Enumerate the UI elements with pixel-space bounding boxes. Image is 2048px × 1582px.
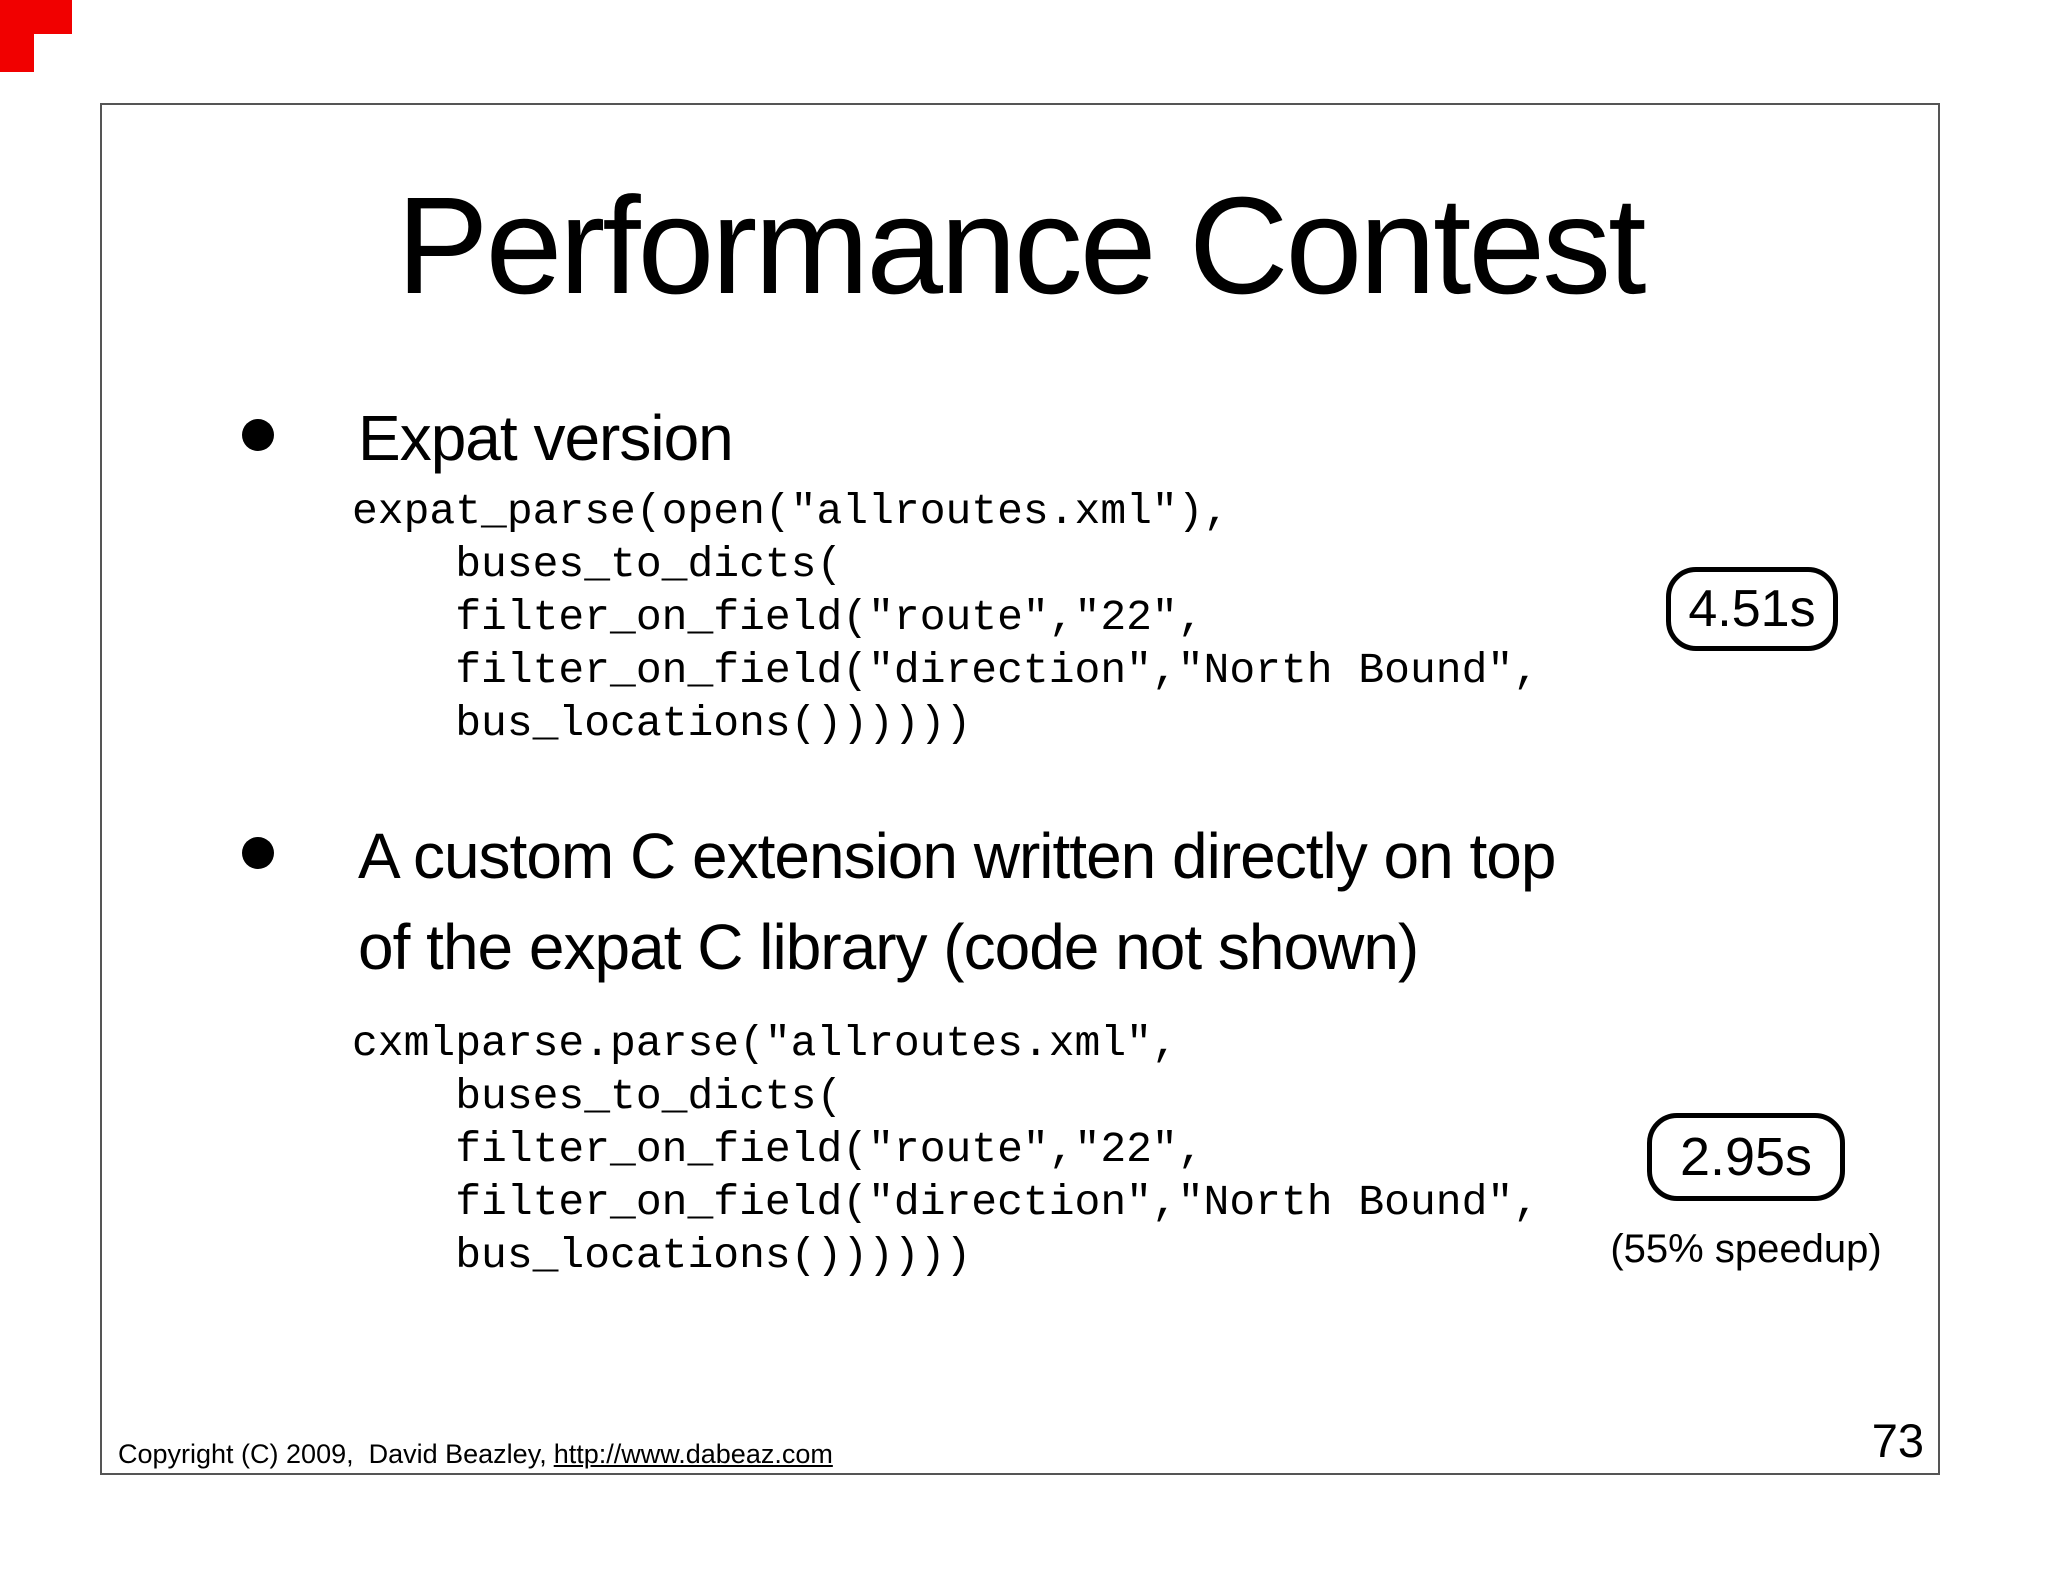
- copyright-text: Copyright (C) 2009, David Beazley,: [118, 1439, 547, 1469]
- bullet-item-c-extension: A custom C extension written directly on…: [242, 811, 1556, 993]
- slide-title: Performance Contest: [396, 169, 1647, 323]
- slide: Performance Contest Expat version expat_…: [100, 103, 1940, 1475]
- dabeaz-link[interactable]: http://www.dabeaz.com: [553, 1439, 833, 1469]
- red-corner-mark-vertical: [0, 0, 34, 72]
- code-block-cxmlparse: cxmlparse.parse("allroutes.xml", buses_t…: [352, 1019, 1539, 1280]
- bullet-label: Expat version: [358, 402, 734, 474]
- page-number: 73: [1871, 1414, 1924, 1467]
- speedup-note: (55% speedup): [1610, 1227, 1882, 1271]
- code-block-expat-parse: expat_parse(open("allroutes.xml"), buses…: [352, 487, 1539, 748]
- bullet-dot-icon: [242, 837, 274, 869]
- bullet-label: A custom C extension written directly on…: [358, 820, 1556, 983]
- bullet-item-expat-version: Expat version: [242, 393, 734, 484]
- timing-badge-c-extension: 2.95s: [1647, 1113, 1845, 1201]
- footer-copyright: Copyright (C) 2009, David Beazley,http:/…: [118, 1439, 833, 1470]
- timing-badge-expat: 4.51s: [1666, 567, 1838, 651]
- bullet-dot-icon: [242, 419, 274, 451]
